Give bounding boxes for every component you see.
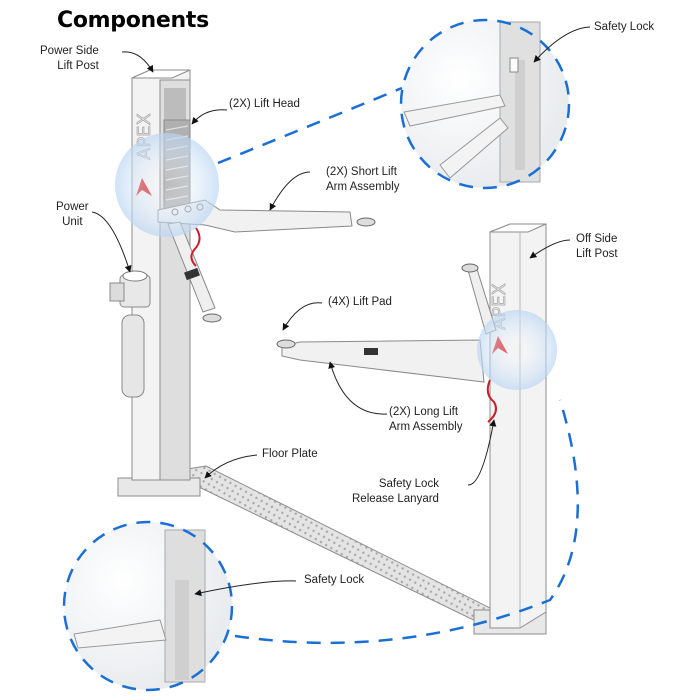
page-title: Components — [57, 8, 209, 33]
label-power-side-lift-post: Power Side Lift Post — [40, 45, 99, 72]
label-safety-lock-bottom: Safety Lock — [304, 574, 365, 586]
off-side-post: APEX — [473, 223, 547, 635]
label-lift-head: (2X) Lift Head — [229, 98, 300, 110]
callout-connector — [217, 86, 403, 165]
long-lift-arm-assembly — [276, 263, 497, 423]
label-floor-plate: Floor Plate — [262, 448, 318, 460]
lift-pad — [461, 263, 479, 273]
label-safety-lock-top: Safety Lock — [594, 21, 655, 33]
label-power-unit: Power Unit — [56, 201, 89, 228]
detail-callout-top — [399, 18, 571, 190]
callout-connector — [234, 399, 579, 645]
power-unit — [109, 270, 151, 398]
lift-pad — [356, 217, 376, 227]
label-lift-pad: (4X) Lift Pad — [328, 296, 392, 308]
label-off-side-lift-post: Off Side Lift Post — [576, 233, 618, 260]
detail-callout-bottom — [62, 520, 234, 692]
label-safety-lock-release-lanyard: Safety Lock Release Lanyard — [352, 478, 439, 505]
release-lanyard — [486, 379, 497, 423]
label-long-lift-arm: (2X) Long Lift Arm Assembly — [389, 406, 463, 433]
lift-pad — [202, 313, 222, 323]
label-short-lift-arm: (2X) Short Lift Arm Assembly — [326, 166, 400, 193]
leader-lines — [91, 26, 591, 597]
lift-pad — [276, 339, 296, 349]
